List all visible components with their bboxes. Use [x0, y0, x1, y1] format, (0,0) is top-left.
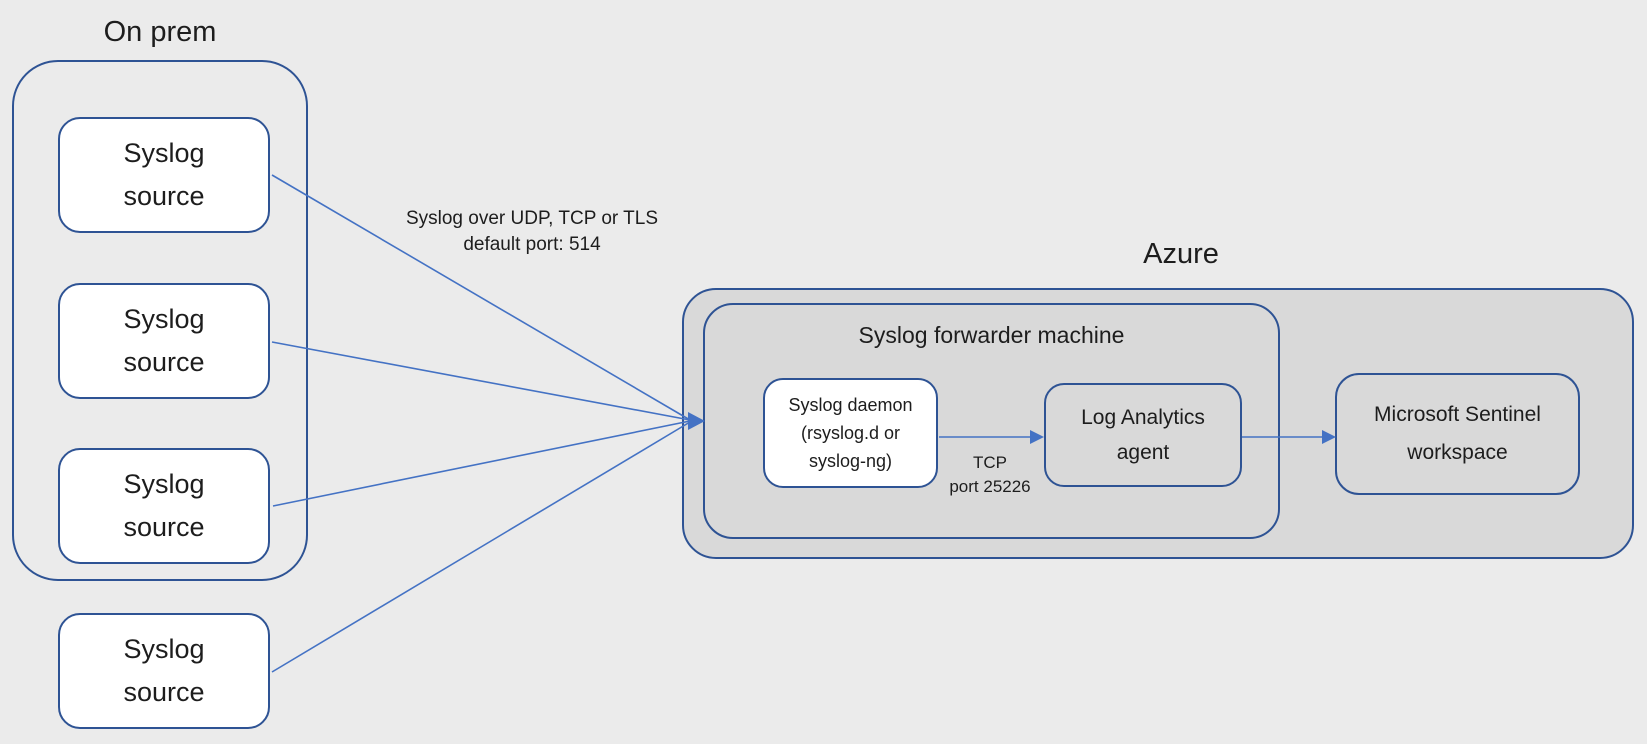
- syslog-source-box-4: Syslog source: [58, 613, 270, 729]
- syslog-daemon-box: Syslog daemon (rsyslog.d or syslog-ng): [763, 378, 938, 488]
- syslog-forwarder-title: Syslog forwarder machine: [858, 322, 1125, 348]
- syslog-source-label: Syslog source: [123, 634, 205, 707]
- syslog-source-label: Syslog source: [123, 304, 205, 377]
- microsoft-sentinel-workspace-box: Microsoft Sentinel workspace: [1335, 373, 1580, 495]
- syslog-source-box-2: Syslog source: [58, 283, 270, 399]
- syslog-source-box-1: Syslog source: [58, 117, 270, 233]
- log-analytics-agent-label: Log Analytics agent: [1081, 406, 1205, 464]
- connector-source2-line: [271, 341, 691, 421]
- log-analytics-agent-box: Log Analytics agent: [1044, 383, 1242, 487]
- azure-title: Azure: [1143, 238, 1219, 270]
- connector-source3-line: [272, 420, 691, 507]
- tcp-port-label: TCP port 25226: [949, 453, 1031, 496]
- syslog-source-label: Syslog source: [123, 138, 205, 211]
- microsoft-sentinel-workspace-label: Microsoft Sentinel workspace: [1374, 403, 1541, 464]
- syslog-protocol-label: Syslog over UDP, TCP or TLS default port…: [405, 208, 659, 255]
- onprem-title: On prem: [103, 16, 217, 48]
- syslog-source-box-3: Syslog source: [58, 448, 270, 564]
- syslog-source-label: Syslog source: [123, 469, 205, 542]
- connector-source4-line: [271, 421, 691, 673]
- syslog-daemon-label: Syslog daemon (rsyslog.d or syslog-ng): [788, 395, 913, 471]
